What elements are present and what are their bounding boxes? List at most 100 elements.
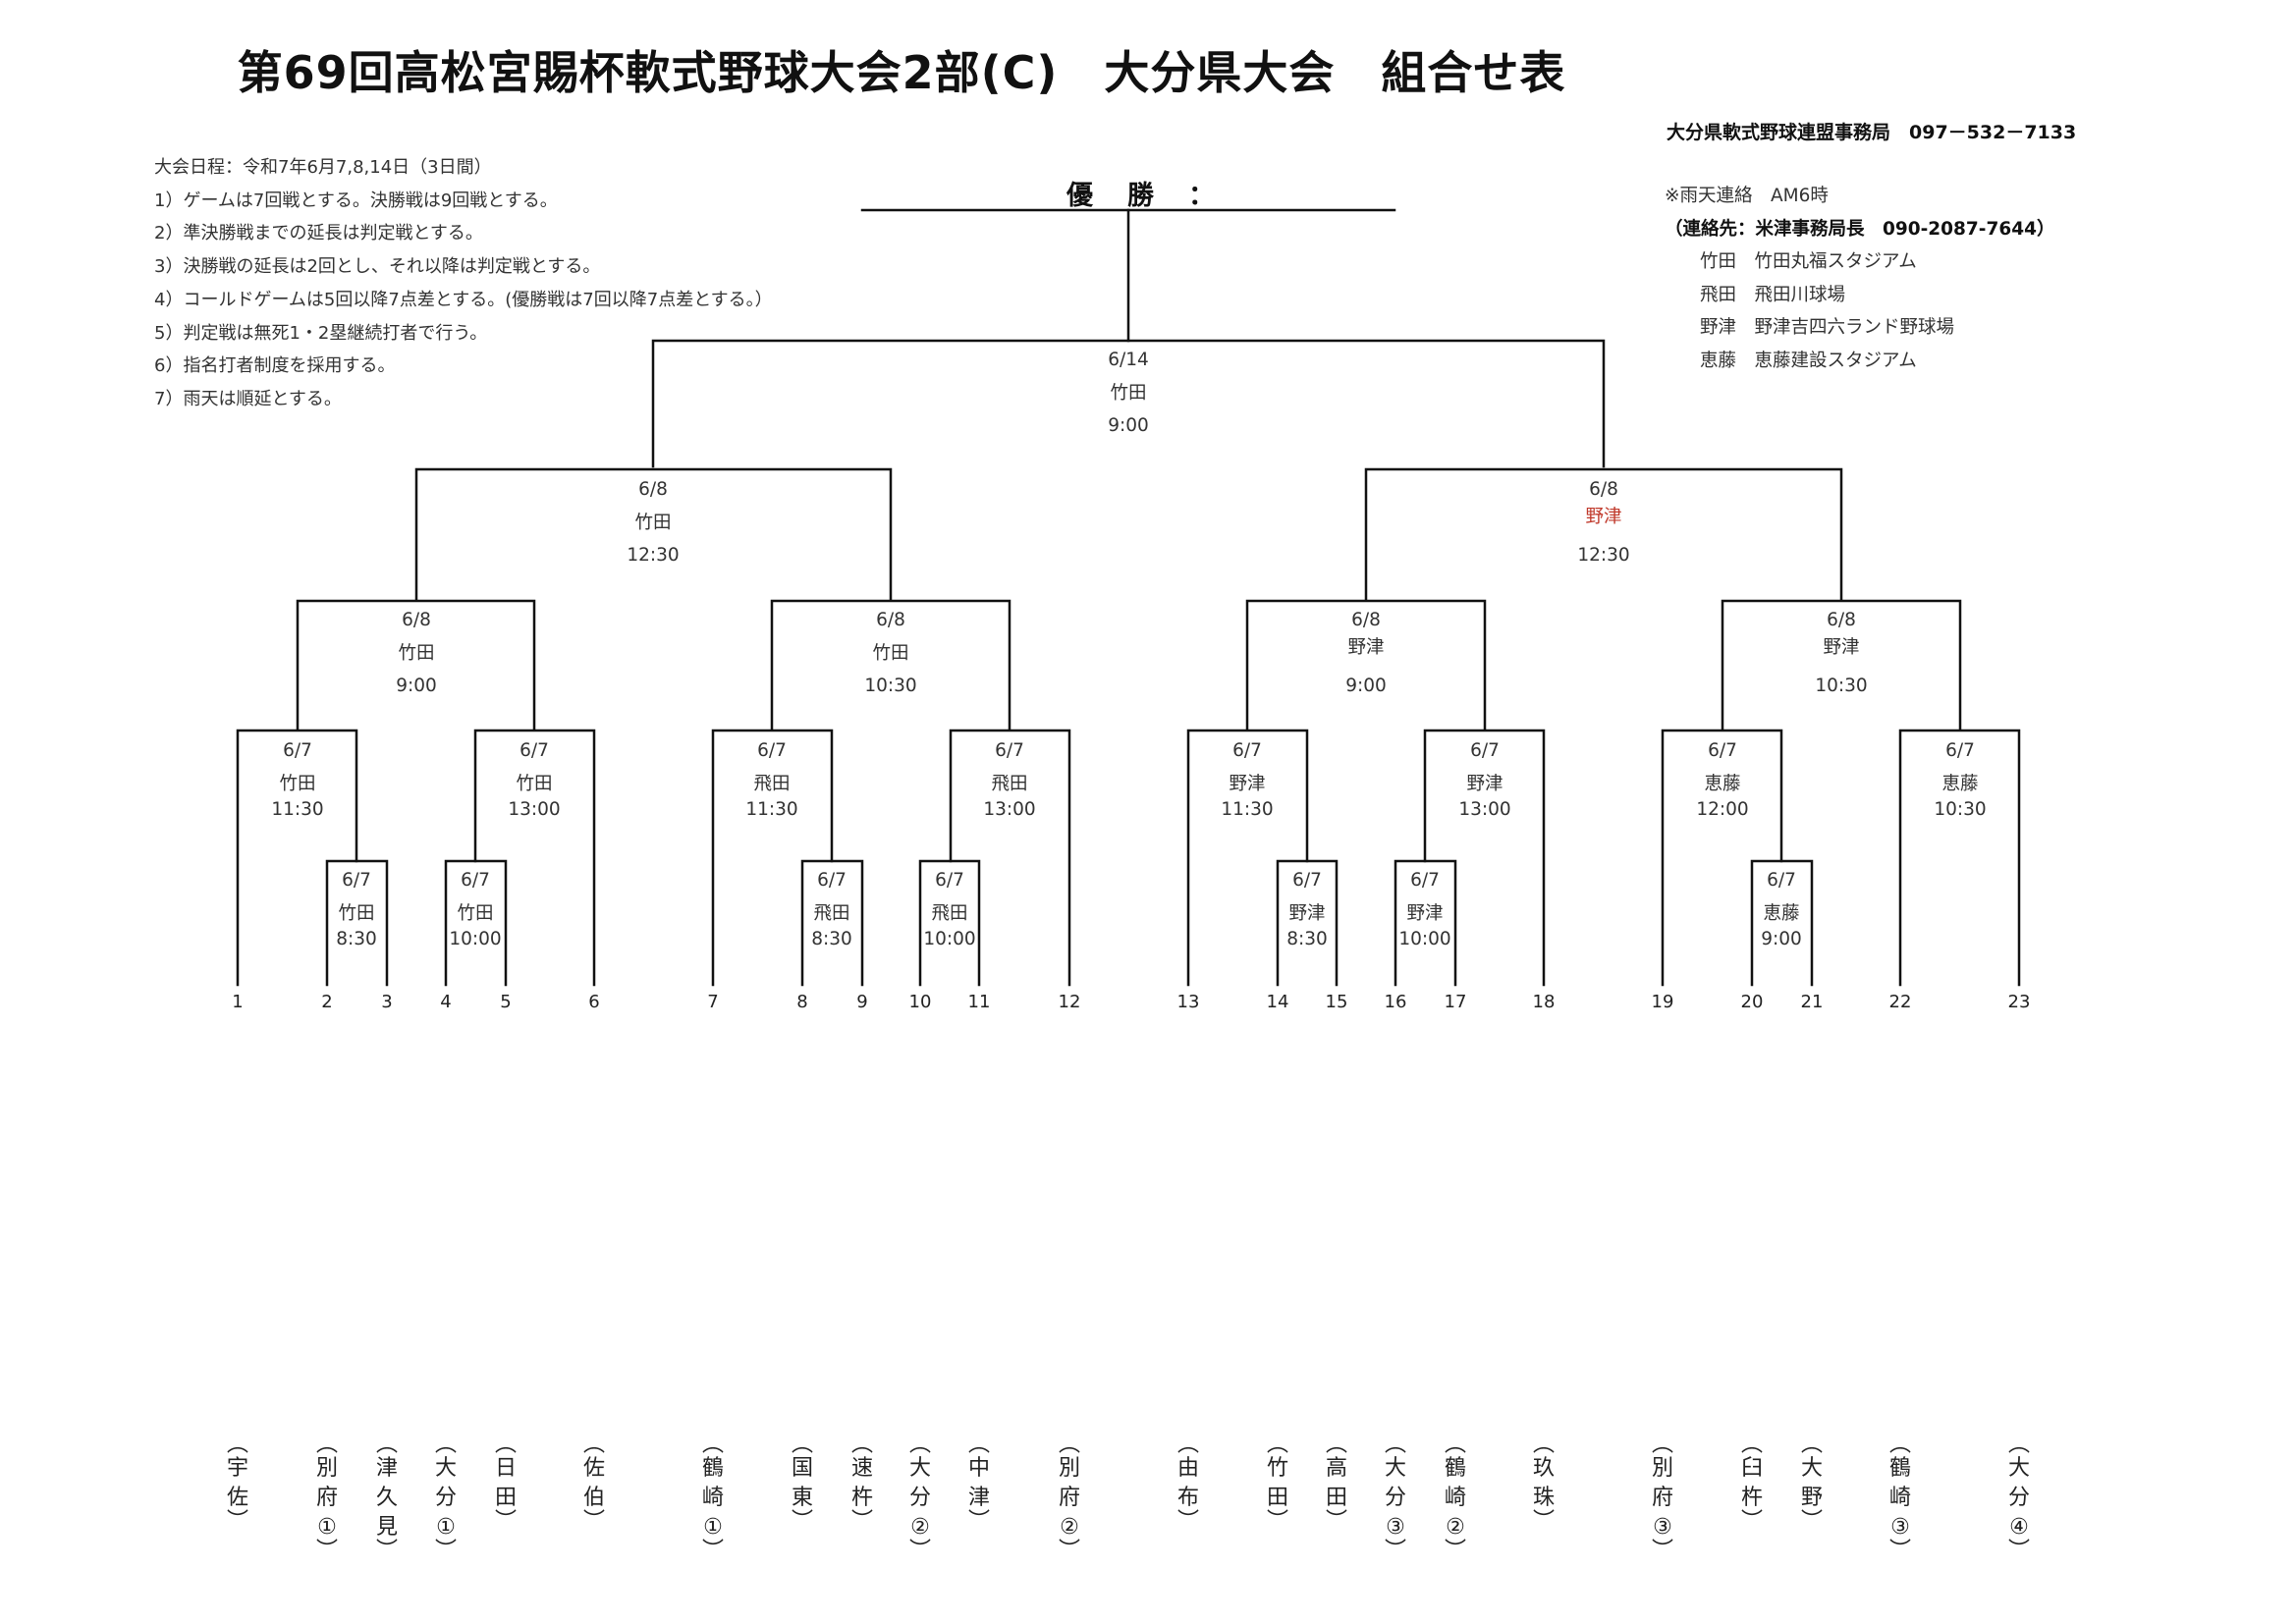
- bracket-line: [1245, 599, 1487, 731]
- slot-number: 4: [440, 992, 452, 1012]
- game-venue: 竹田: [398, 642, 435, 664]
- game-round2: 6/7 恵藤 10:30: [1934, 740, 1987, 820]
- game-date: 6/7: [935, 870, 964, 891]
- bracket-line: [444, 859, 508, 987]
- game-venue: 竹田: [457, 902, 494, 924]
- game-round2: 6/7 野津 11:30: [1221, 740, 1273, 820]
- slot-number: 12: [1058, 992, 1081, 1012]
- game-time: 10:30: [864, 676, 917, 696]
- slot-number: 23: [2007, 992, 2031, 1012]
- game-time: 13:00: [983, 799, 1036, 820]
- game-date: 6/8: [1827, 610, 1856, 630]
- game-venue: 恵藤: [1941, 773, 1979, 794]
- rule-item: 3）決勝戦の延長は2回とし、それ以降は判定戦とする。: [154, 256, 601, 278]
- team-name: ︵高田︶: [1325, 1433, 1347, 1534]
- game-quarterfinal: 6/8 野津 9:00: [1345, 610, 1387, 696]
- slot-number: 7: [707, 992, 719, 1012]
- game-venue: 竹田: [1110, 382, 1147, 404]
- game-time: 12:00: [1696, 799, 1749, 820]
- rule-item: 5）判定戦は無死1・2塁継続打者で行う。: [154, 322, 488, 344]
- game-venue: 野津: [1406, 902, 1444, 924]
- game-round2: 6/7 飛田 13:00: [983, 740, 1036, 820]
- game-date: 6/7: [1945, 740, 1975, 761]
- game-time: 8:30: [336, 929, 377, 949]
- rules-list: 大会日程：令和7年6月7,8,14日（3日間） 1）ゲームは7回戦とする。決勝戦…: [154, 151, 773, 416]
- slot-number: 9: [856, 992, 868, 1012]
- game-round1: 6/7 野津 8:30: [1286, 871, 1328, 949]
- team-name: ︵佐伯︶: [582, 1433, 605, 1534]
- contact-person: （連絡先：米津事務局長 090-2087-7644）: [1665, 218, 2055, 240]
- game-date: 6/8: [1351, 610, 1381, 630]
- game-time: 10:30: [1815, 676, 1868, 696]
- bracket-line: [1186, 729, 1309, 987]
- venue-item: 恵藤 恵藤建設スタジアム: [1700, 350, 1917, 371]
- game-venue: 恵藤: [1763, 902, 1800, 924]
- rain-contact-info: ※雨天連絡 AM6時 （連絡先：米津事務局長 090-2087-7644） 竹田…: [1665, 180, 2054, 377]
- game-semifinal: 6/8 野津 12:30: [1577, 479, 1630, 566]
- game-venue: 飛田: [753, 773, 791, 794]
- game-time: 10:00: [449, 929, 502, 949]
- slot-number: 14: [1266, 992, 1289, 1012]
- team-name: ︵中津︶: [967, 1433, 990, 1534]
- game-round2: 6/7 野津 13:00: [1458, 741, 1511, 820]
- slot-number: 8: [796, 992, 808, 1012]
- game-venue: 野津: [1347, 636, 1385, 658]
- game-venue: 竹田: [634, 512, 672, 533]
- bracket-line: [473, 729, 596, 987]
- team-name: ︵日田︶: [494, 1433, 517, 1534]
- game-round1: 6/7 竹田 8:30: [336, 870, 377, 949]
- game-time: 10:30: [1934, 799, 1987, 820]
- game-time: 13:00: [1458, 799, 1511, 820]
- game-semifinal: 6/8 竹田 12:30: [627, 479, 679, 566]
- game-time: 12:30: [1577, 545, 1630, 566]
- game-venue: 野津: [1288, 902, 1326, 924]
- game-date: 6/7: [342, 870, 371, 891]
- bracket-line: [414, 467, 893, 601]
- game-round1: 6/7 野津 10:00: [1398, 871, 1450, 949]
- slot-number: 20: [1740, 992, 1764, 1012]
- game-final: 6/14 竹田 9:00: [1108, 350, 1149, 436]
- game-date: 6/7: [1232, 740, 1262, 761]
- game-date: 6/7: [757, 740, 787, 761]
- team-name: ︵国東︶: [791, 1433, 813, 1534]
- bracket-line: [1276, 859, 1339, 987]
- slot-number: 15: [1325, 992, 1348, 1012]
- game-date: 6/7: [995, 740, 1024, 761]
- game-time: 9:00: [1345, 676, 1387, 696]
- team-name: ︵竹田︶: [1266, 1433, 1288, 1534]
- slot-number: 1: [232, 992, 244, 1012]
- game-date: 6/14: [1108, 350, 1149, 370]
- game-time: 10:00: [923, 929, 976, 949]
- game-round2: 6/7 恵藤 12:00: [1696, 741, 1749, 820]
- game-venue: 竹田: [872, 642, 909, 664]
- game-venue: 竹田: [338, 902, 375, 924]
- game-round2: 6/7 竹田 13:00: [508, 741, 561, 820]
- game-time: 13:00: [508, 799, 561, 820]
- slot-number: 5: [500, 992, 512, 1012]
- bracket-line: [236, 729, 358, 987]
- bracket-line: [1364, 467, 1843, 601]
- bracket-line: [1750, 859, 1814, 987]
- bracket-line: [651, 339, 1606, 468]
- winner-label: 優 勝 ：: [1066, 181, 1219, 211]
- rule-item: 6）指名打者制度を採用する。: [154, 355, 396, 377]
- game-date: 6/8: [402, 610, 431, 630]
- bracket-line: [800, 859, 864, 987]
- slot-number: 2: [321, 992, 333, 1012]
- game-round2: 6/7 飛田 11:30: [745, 740, 797, 820]
- game-venue: 野津: [1823, 636, 1860, 658]
- game-date: 6/8: [638, 479, 668, 500]
- bracket-line: [1394, 859, 1457, 987]
- game-date: 6/8: [1589, 479, 1618, 500]
- team-name: ︵玖珠︶: [1532, 1433, 1555, 1534]
- bracket-line: [1721, 599, 1962, 731]
- slot-number: 11: [967, 992, 991, 1012]
